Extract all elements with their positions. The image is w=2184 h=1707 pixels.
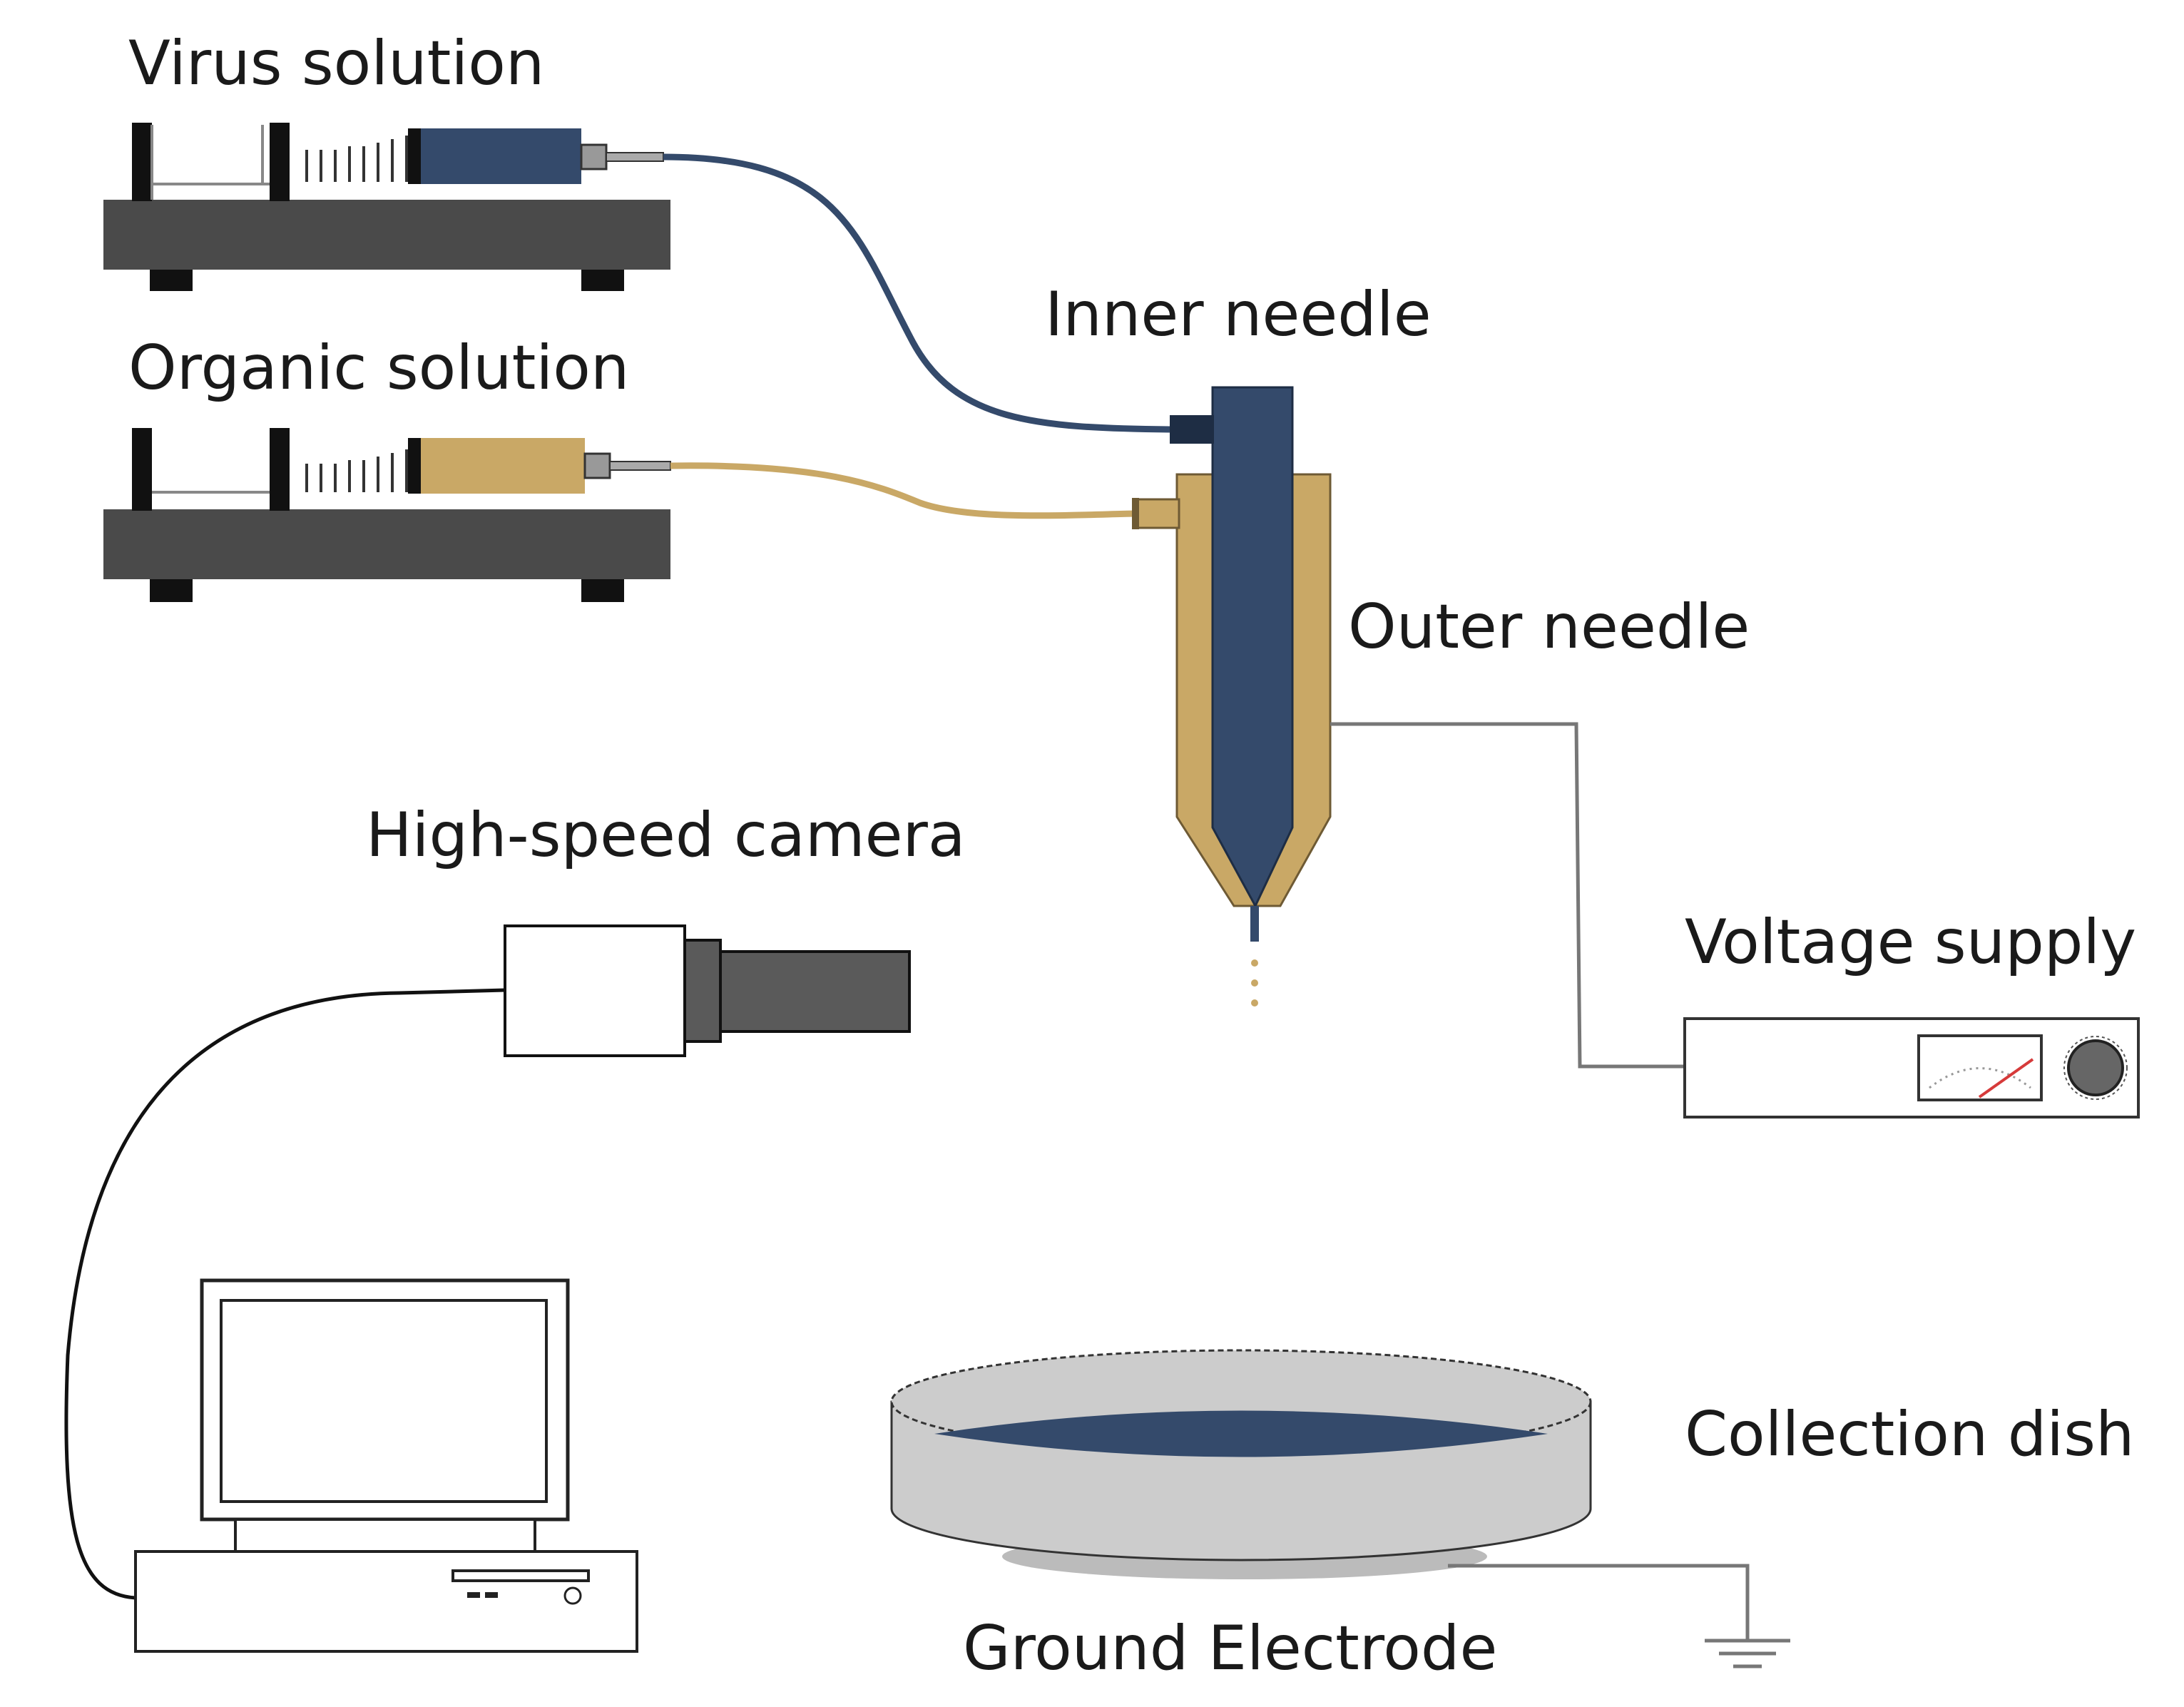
ground-wire <box>1448 1564 1750 1641</box>
high-speed-camera <box>504 924 911 1057</box>
pump-base <box>103 509 670 579</box>
ground-symbol-icon <box>1705 1639 1790 1668</box>
computer-case <box>134 1550 638 1653</box>
label-inner-needle: Inner needle <box>1045 279 1432 350</box>
pump-post <box>132 123 152 201</box>
coaxial-needle <box>1132 386 1332 1007</box>
organic-syringe-barrel <box>421 438 585 494</box>
pump-base <box>103 200 670 270</box>
label-virus-solution: Virus solution <box>128 28 544 99</box>
label-ground-electrode: Ground Electrode <box>963 1613 1497 1684</box>
monitor-screen <box>220 1299 548 1503</box>
syringe-graduations <box>305 449 408 492</box>
pump-post <box>270 123 290 201</box>
organic-syringe-pump <box>103 428 671 602</box>
computer <box>134 1278 638 1653</box>
droplet <box>1251 959 1258 967</box>
virus-syringe-barrel <box>421 128 581 184</box>
inner-needle-port <box>1170 415 1214 444</box>
outer-needle-port <box>1136 498 1180 529</box>
pump-post <box>132 428 152 511</box>
droplet <box>1251 999 1258 1007</box>
jet <box>1250 906 1259 942</box>
pump-feet <box>581 575 624 602</box>
organic-tube <box>670 462 1135 519</box>
power-button <box>563 1586 582 1605</box>
label-voltage-supply: Voltage supply <box>1685 907 2136 978</box>
dish-liquid <box>934 1410 1548 1457</box>
camera-lens <box>719 950 911 1033</box>
monitor-stand <box>234 1518 536 1553</box>
label-collection-dish: Collection dish <box>1685 1399 2135 1470</box>
camera-cable <box>64 988 506 1600</box>
label-organic-solution: Organic solution <box>128 332 629 404</box>
inner-needle <box>1211 386 1294 909</box>
collection-dish <box>890 1349 1592 1579</box>
voltage-supply <box>1683 1017 2140 1119</box>
voltage-supply-box <box>1683 1017 2140 1119</box>
disk-drive-slot <box>451 1569 590 1582</box>
label-outer-needle: Outer needle <box>1348 591 1750 663</box>
virus-syringe-pump <box>103 123 670 291</box>
meter-needle <box>1978 1058 2034 1099</box>
camera-lens-mount <box>683 939 722 1043</box>
voltage-wire <box>1330 722 1685 1069</box>
pump-feet <box>150 575 193 602</box>
droplet <box>1251 979 1258 987</box>
syringe-stopper <box>408 128 421 184</box>
virus-tube <box>663 153 1170 433</box>
camera-body <box>504 924 686 1057</box>
syringe-graduations <box>305 136 408 182</box>
label-high-speed-camera: High-speed camera <box>366 800 966 871</box>
pump-post <box>270 428 290 511</box>
voltage-knob <box>2067 1039 2124 1096</box>
syringe-stopper <box>408 438 421 494</box>
